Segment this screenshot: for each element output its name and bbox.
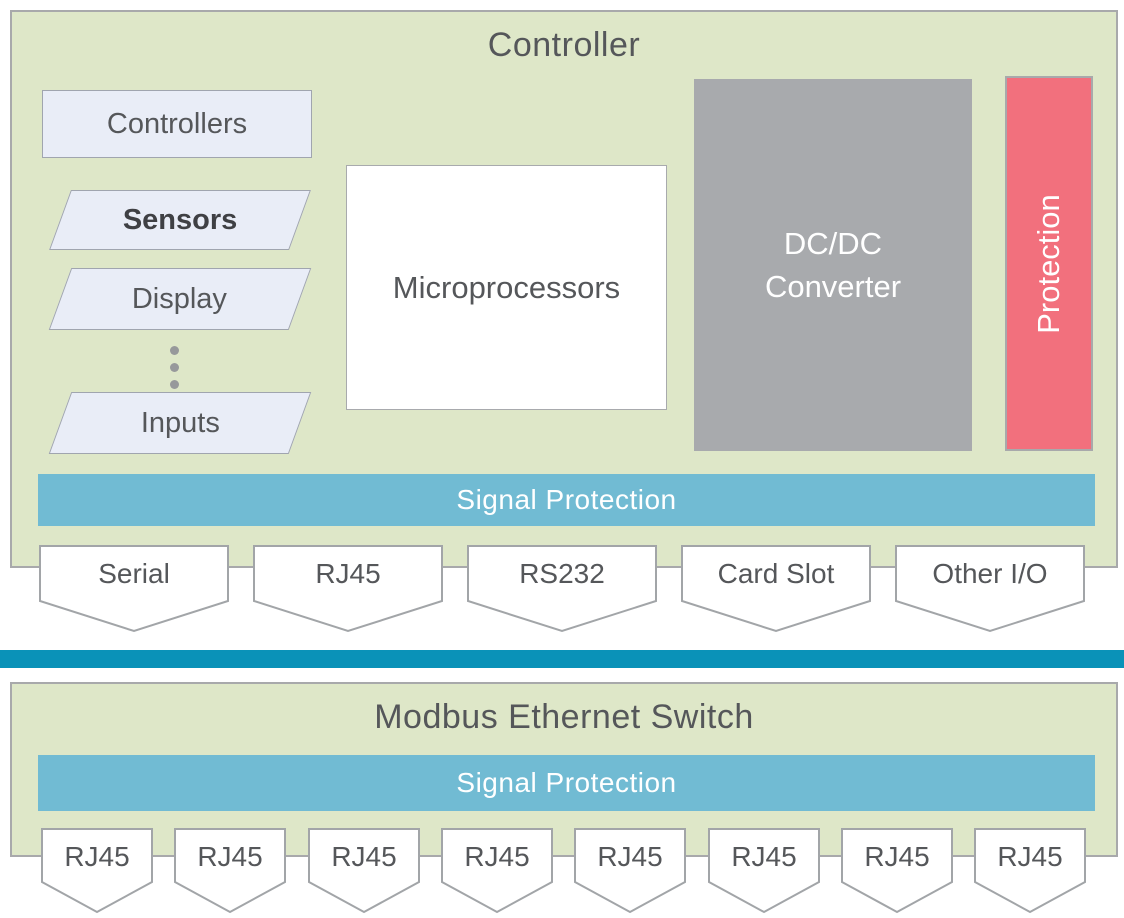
switch-port-tab-rj45-7: RJ45 bbox=[841, 828, 953, 914]
controllers-label: Controllers bbox=[106, 107, 248, 140]
microprocessors-label: Microprocessors bbox=[392, 269, 621, 305]
switch-signal-protection-bar: Signal Protection bbox=[38, 755, 1095, 811]
port-tab-other-io: Other I/O bbox=[895, 545, 1085, 633]
protection-label: Protection bbox=[1031, 193, 1066, 334]
microprocessors-box: Microprocessors bbox=[346, 165, 667, 410]
controller-panel: Controller Controllers Sensors Display I… bbox=[10, 10, 1118, 633]
dcdc-label-line2: Converter bbox=[764, 269, 902, 304]
port-tab-rj45: RJ45 bbox=[253, 545, 443, 633]
switch-port-tab-rj45-8: RJ45 bbox=[974, 828, 1086, 914]
svg-text:RJ45: RJ45 bbox=[315, 558, 380, 589]
switch-signal-protection-label: Signal Protection bbox=[456, 767, 677, 798]
svg-text:Serial: Serial bbox=[98, 558, 170, 589]
controller-title: Controller bbox=[487, 26, 641, 64]
ethernet-bus-bar bbox=[0, 650, 1124, 668]
svg-text:RJ45: RJ45 bbox=[464, 841, 529, 872]
ellipsis-dots-icon bbox=[170, 346, 179, 389]
switch-port-tab-rj45-6: RJ45 bbox=[708, 828, 820, 914]
protection-box: Protection bbox=[1005, 76, 1093, 451]
switch-panel: Modbus Ethernet Switch Signal Protection… bbox=[10, 682, 1118, 914]
port-tab-serial: Serial bbox=[39, 545, 229, 633]
svg-text:RJ45: RJ45 bbox=[64, 841, 129, 872]
controller-signal-protection-bar: Signal Protection bbox=[38, 474, 1095, 526]
port-tab-card-slot: Card Slot bbox=[681, 545, 871, 633]
svg-text:RJ45: RJ45 bbox=[997, 841, 1062, 872]
switch-port-tab-rj45-4: RJ45 bbox=[441, 828, 553, 914]
svg-text:RJ45: RJ45 bbox=[197, 841, 262, 872]
switch-port-tab-rj45-2: RJ45 bbox=[174, 828, 286, 914]
switch-port-tab-rj45-5: RJ45 bbox=[574, 828, 686, 914]
sensors-label: Sensors bbox=[122, 203, 238, 236]
sensors-parallelogram: Sensors bbox=[49, 190, 311, 250]
svg-text:Other I/O: Other I/O bbox=[932, 558, 1047, 589]
display-parallelogram: Display bbox=[48, 268, 312, 330]
dcdc-converter-box: DC/DC Converter bbox=[694, 79, 972, 451]
inputs-parallelogram: Inputs bbox=[48, 392, 312, 454]
inputs-label: Inputs bbox=[140, 406, 220, 439]
controllers-box: Controllers bbox=[42, 90, 312, 158]
svg-text:RJ45: RJ45 bbox=[597, 841, 662, 872]
svg-text:RJ45: RJ45 bbox=[864, 841, 929, 872]
controller-signal-protection-label: Signal Protection bbox=[456, 484, 677, 515]
switch-title: Modbus Ethernet Switch bbox=[374, 698, 754, 736]
switch-port-tab-rj45-3: RJ45 bbox=[308, 828, 420, 914]
display-label: Display bbox=[132, 282, 228, 315]
svg-text:Card Slot: Card Slot bbox=[718, 558, 835, 589]
svg-text:RJ45: RJ45 bbox=[731, 841, 796, 872]
svg-text:RJ45: RJ45 bbox=[331, 841, 396, 872]
port-tab-rs232: RS232 bbox=[467, 545, 657, 633]
dcdc-label-line1: DC/DC bbox=[783, 225, 883, 261]
switch-port-tab-rj45-1: RJ45 bbox=[41, 828, 153, 914]
svg-text:RS232: RS232 bbox=[519, 558, 605, 589]
